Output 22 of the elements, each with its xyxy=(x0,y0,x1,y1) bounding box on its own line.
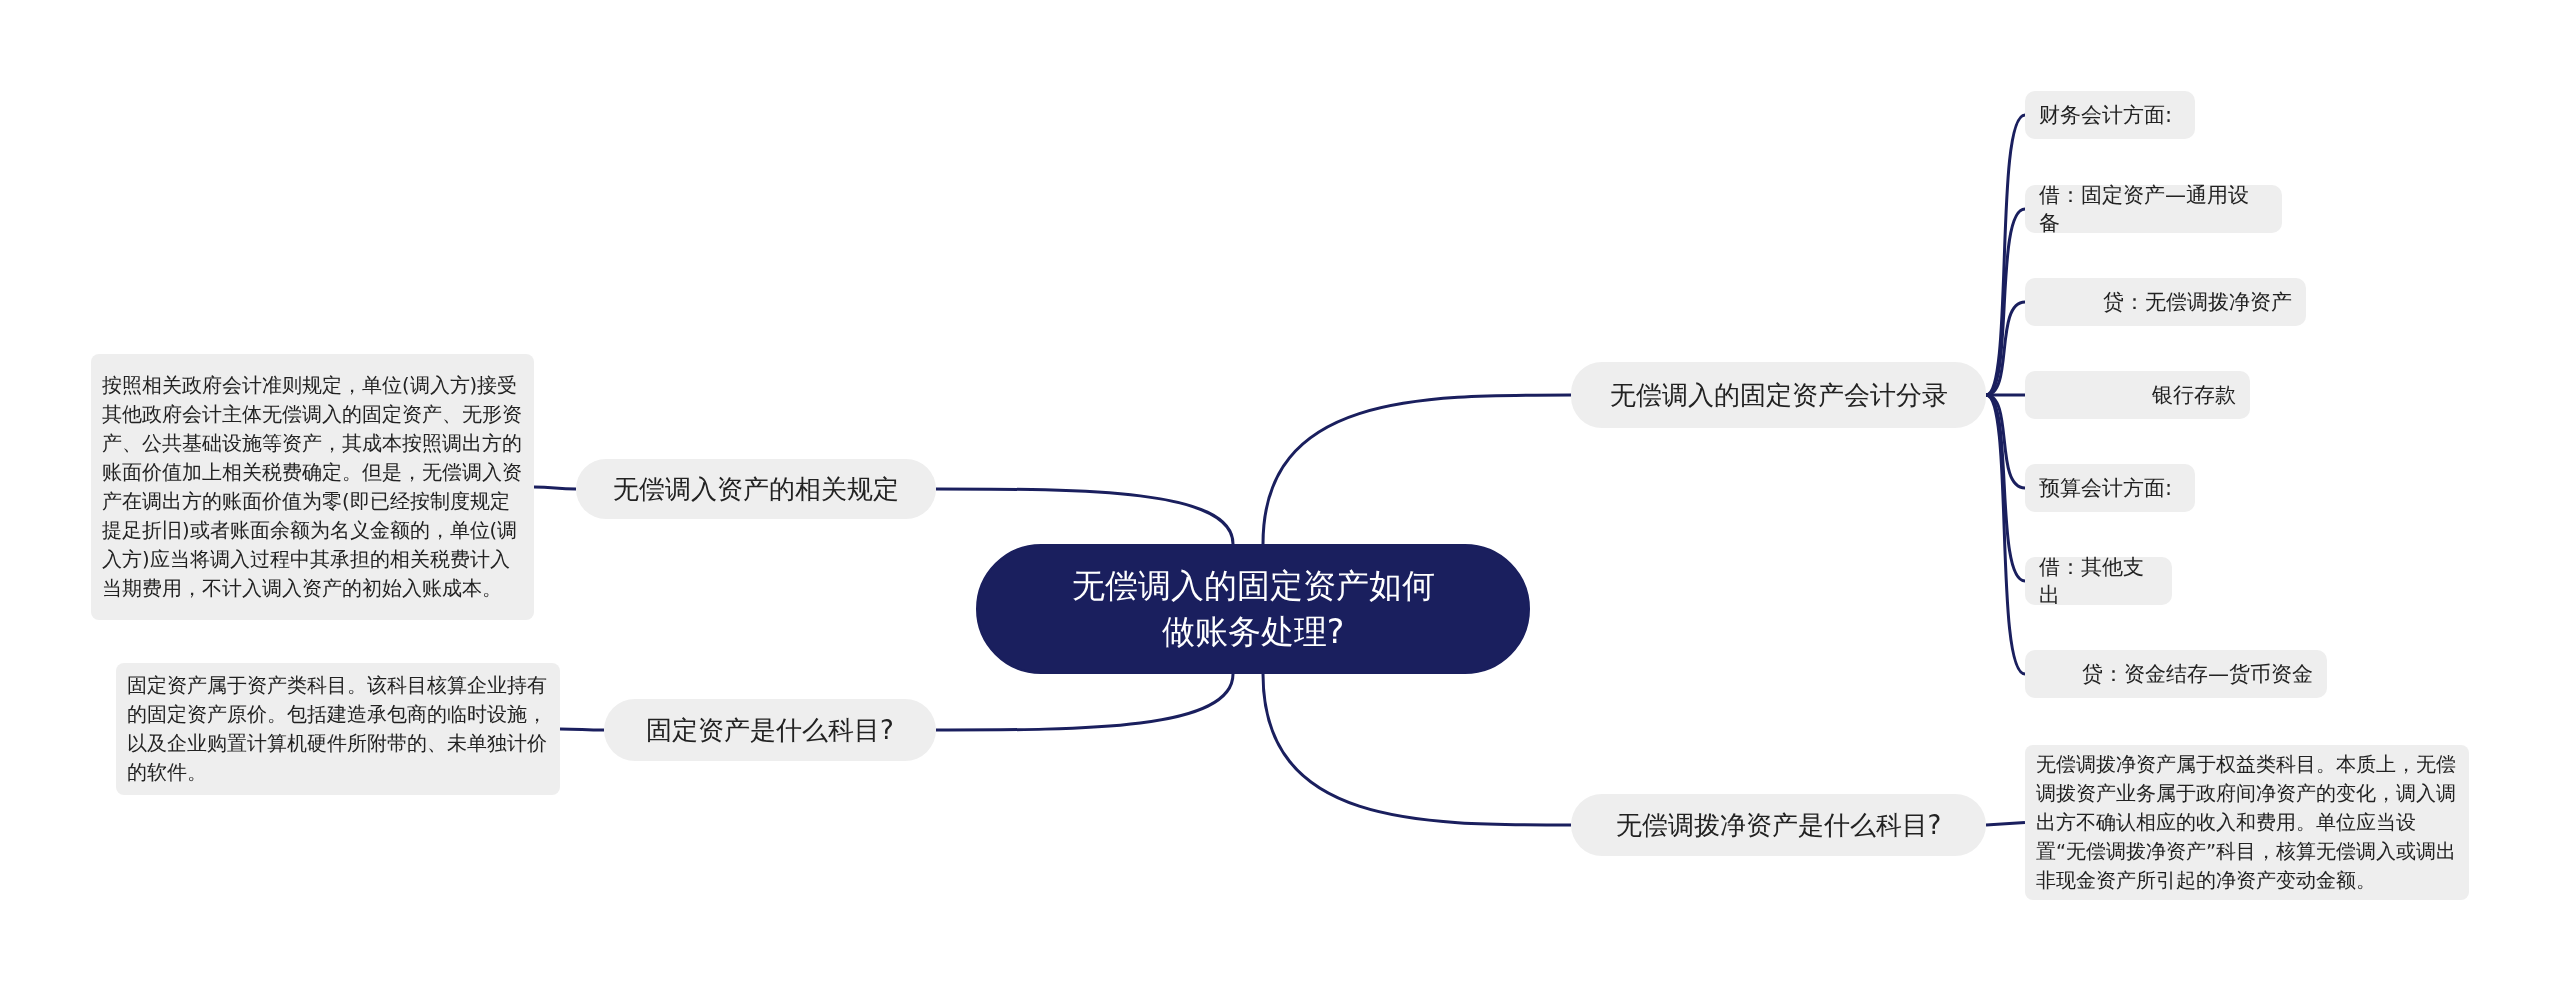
connector-line xyxy=(936,487,1235,545)
note-box: 按照相关政府会计准则规定，单位(调入方)接受其他政府会计主体无偿调入的固定资产、无形资产、公共基础设施等资产，其成本按照调出方的账面价值加上相关税费确定。但是，无偿调入资产在调出方的账面价值为零(即已经按制度规定提足折旧)或者账面余额为名义金额的，单位(调入方)应当将调入过程中其承担的相关税费计入当期费用，不计入调入资产的初始入账成本。 xyxy=(91,354,534,620)
connector-line xyxy=(560,727,604,732)
central-topic: 无偿调入的固定资产如何做账务处理? xyxy=(976,544,1530,674)
entry-box: 预算会计方面: xyxy=(2025,464,2195,512)
entry-box: 贷：资金结存—货币资金 xyxy=(2025,650,2327,698)
connector-line xyxy=(1985,821,2026,827)
topic-box: 无偿调入的固定资产会计分录 xyxy=(1571,362,1986,428)
entry-box: 银行存款 xyxy=(2025,371,2250,419)
note-box: 无偿调拨净资产属于权益类科目。本质上，无偿调拨资产业务属于政府间净资产的变化，调入调出方不确认相应的收入和费用。单位应当设置“无偿调拨净资产”科目，核算无偿调入或调出非现金资产所引起的净资产变动金额。 xyxy=(2025,745,2469,900)
connector-line xyxy=(1261,393,1571,545)
topic-box: 无偿调拨净资产是什么科目? xyxy=(1571,794,1986,856)
entry-box: 借：固定资产—通用设备 xyxy=(2025,185,2282,233)
note-box: 固定资产属于资产类科目。该科目核算企业持有的固定资产原价。包括建造承包商的临时设施，以及企业购置计算机硬件所附带的、未单独计价的软件。 xyxy=(116,663,560,795)
connector-line xyxy=(1261,673,1571,827)
topic-box: 固定资产是什么科目? xyxy=(604,699,936,761)
entry-box: 财务会计方面: xyxy=(2025,91,2195,139)
entry-box: 贷：无偿调拨净资产 xyxy=(2025,278,2306,326)
connector-line xyxy=(534,485,576,491)
connector-line xyxy=(936,673,1235,732)
topic-box: 无偿调入资产的相关规定 xyxy=(576,459,936,519)
entry-box: 借：其他支出 xyxy=(2025,557,2172,605)
